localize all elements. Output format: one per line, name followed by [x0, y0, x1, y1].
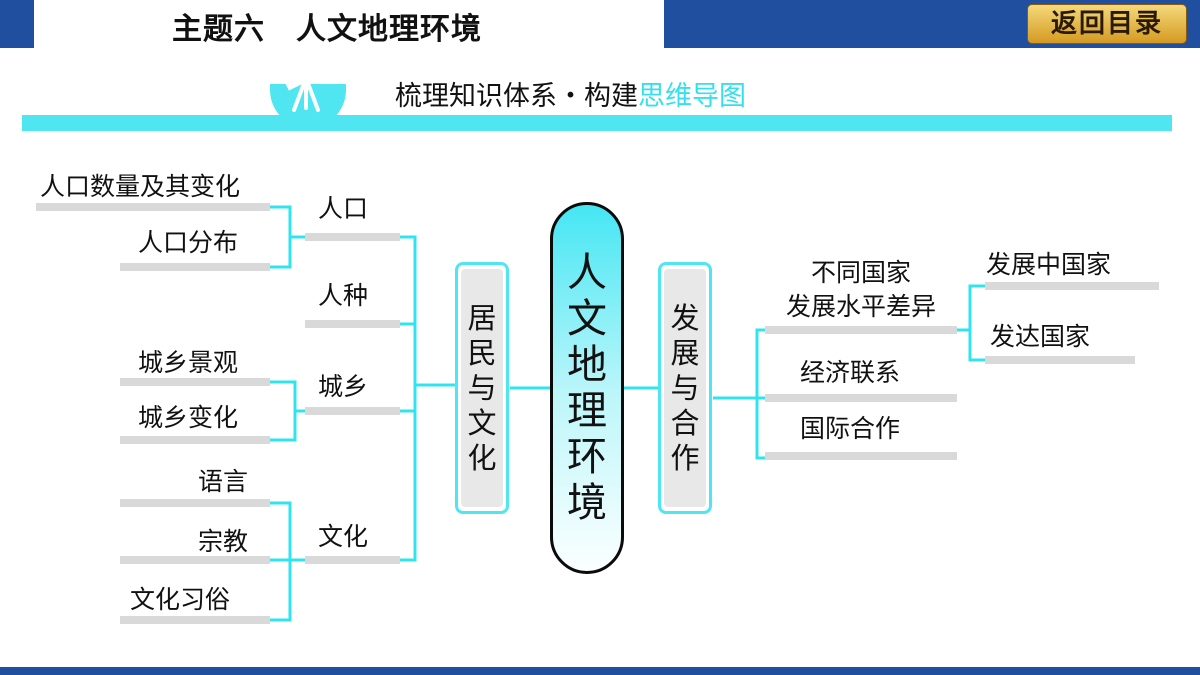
back-to-contents-button[interactable]: 返回目录	[1027, 4, 1187, 44]
item-developed-countries-underline	[985, 356, 1135, 364]
header-title-panel	[34, 0, 664, 48]
connector-population-items	[270, 205, 292, 269]
connector-urban-items	[270, 380, 297, 442]
item-customs: 文化习俗	[130, 585, 231, 614]
connector-left-topics	[400, 235, 417, 562]
central-node: 人文地理环境	[550, 202, 624, 574]
topic-urban-rural: 城乡	[318, 372, 369, 401]
topic-population-underline	[305, 233, 400, 241]
topic-intl-coop-underline	[765, 452, 957, 460]
item-population-change-underline	[36, 203, 270, 211]
item-urban-change-underline	[120, 436, 270, 444]
item-developing-countries-underline	[985, 282, 1159, 290]
topic-dev-gap-line2: 发展水平差异	[785, 292, 936, 321]
connector-right-topics	[755, 328, 765, 460]
item-developing-countries: 发展中国家	[986, 250, 1112, 279]
branch-residents-culture-fill: 居民与文化	[461, 269, 503, 507]
item-urban-landscape-underline	[120, 378, 270, 386]
topic-race-underline	[305, 320, 400, 328]
item-urban-change: 城乡变化	[138, 403, 239, 432]
item-urban-landscape: 城乡景观	[138, 348, 239, 377]
branch-residents-culture-label: 居民与文化	[467, 300, 497, 475]
banner-heading-text: 梳理知识体系・构建	[395, 81, 638, 112]
item-language-underline	[120, 499, 270, 507]
branch-residents-culture: 居民与文化	[455, 262, 509, 514]
telescope-icon	[284, 64, 328, 112]
topic-culture: 文化	[318, 522, 369, 551]
topic-economic-ties: 经济联系	[800, 358, 901, 387]
branch-development-cooperation: 发展与合作	[658, 262, 712, 514]
branch-development-cooperation-fill: 发展与合作	[664, 269, 706, 507]
item-language: 语言	[198, 467, 249, 496]
central-node-label: 人文地理环境	[567, 250, 607, 526]
connector-dev-gap-items	[968, 284, 985, 362]
topic-population: 人口	[318, 194, 369, 223]
item-customs-underline	[120, 616, 270, 624]
topic-race: 人种	[318, 281, 369, 310]
branch-development-cooperation-label: 发展与合作	[670, 300, 700, 475]
topic-dev-gap-line1: 不同国家	[810, 258, 911, 287]
item-population-change: 人口数量及其变化	[40, 172, 241, 201]
topic-intl-coop: 国际合作	[800, 414, 901, 443]
item-religion-underline	[120, 556, 270, 564]
topic-dev-gap-underline	[765, 326, 957, 334]
item-population-distribution: 人口分布	[138, 228, 239, 257]
banner-heading-accent: 思维导图	[638, 81, 746, 112]
footer-bar	[0, 667, 1200, 675]
topic-culture-underline	[305, 556, 400, 564]
banner-heading: 梳理知识体系・构建思维导图	[395, 74, 746, 113]
item-religion: 宗教	[198, 527, 249, 556]
banner-band	[22, 115, 1172, 131]
page-title: 主题六 人文地理环境	[172, 12, 482, 47]
topic-urban-rural-underline	[305, 407, 400, 415]
topic-economic-ties-underline	[765, 394, 957, 402]
item-population-distribution-underline	[120, 263, 270, 271]
item-developed-countries: 发达国家	[990, 322, 1091, 351]
